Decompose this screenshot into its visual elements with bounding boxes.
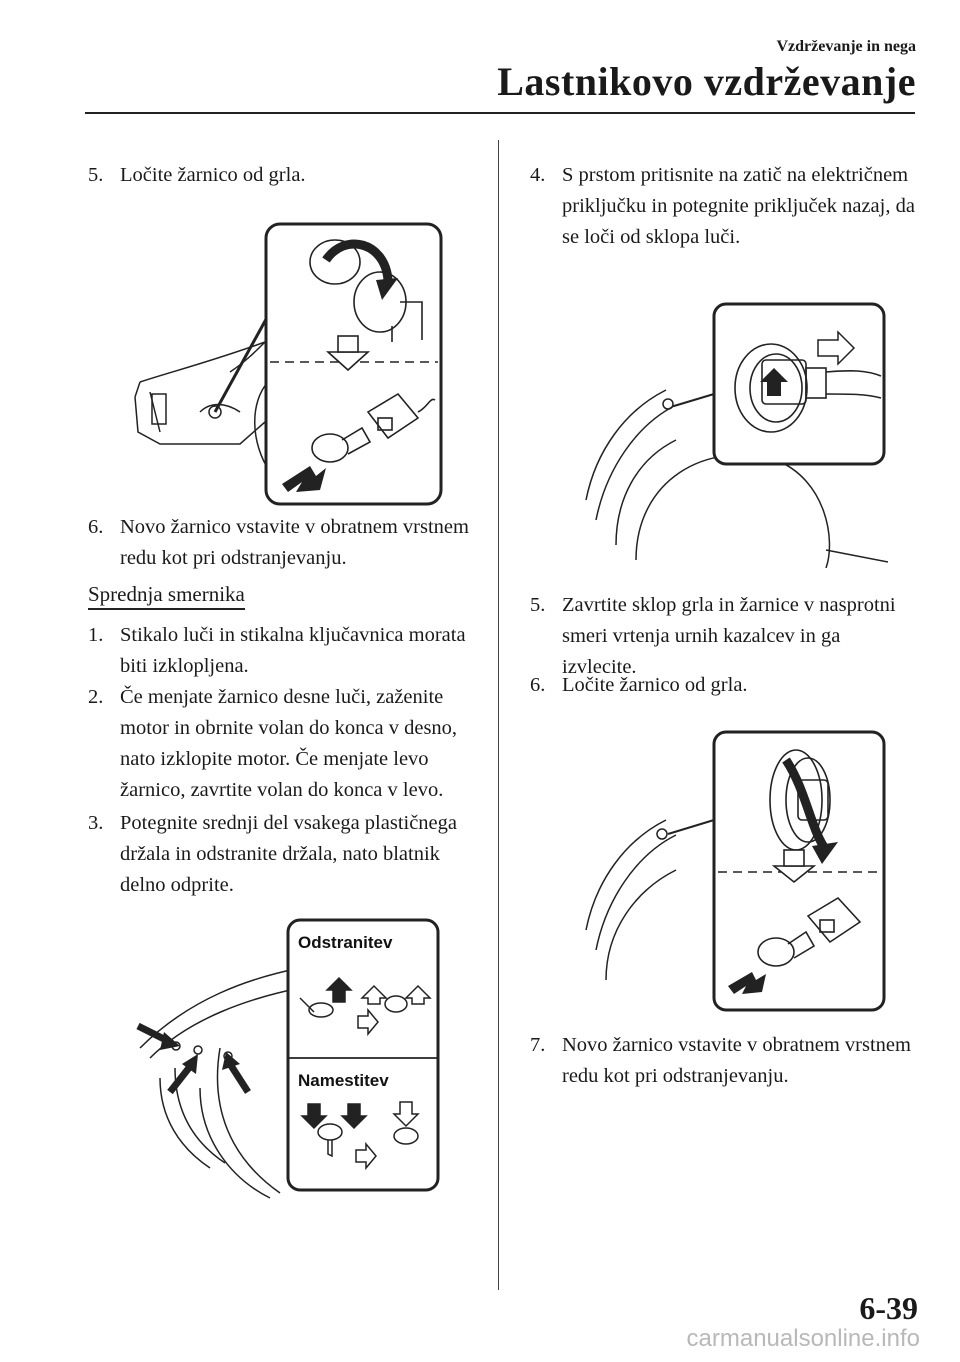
connector-removal-figure [585,302,888,568]
step-text: Ločite žarnico od grla. [562,674,748,696]
left-step-5: 5. Ločite žarnico od grla. [88,160,488,191]
step-text: Zavrtite sklop grla in žarnice v nasprot… [562,594,896,678]
header-divider [85,112,915,114]
step-text: Ločite žarnico od grla. [120,164,306,186]
right-step-5: 5. Zavrtite sklop grla in žarnice v nasp… [530,590,920,683]
step-text: Stikalo luči in stikalna ključavnica mor… [120,624,466,677]
left-substep-2: 2. Če menjate žarnico desne luči, zaženi… [88,682,488,806]
figure-label-remove: Odstranitev [298,933,393,952]
step-number: 4. [530,164,546,186]
figure-label-install: Namestitev [298,1071,389,1090]
page-title: Lastnikovo vzdrževanje [497,59,916,104]
left-substep-1: 1. Stikalo luči in stikalna ključavnica … [88,620,488,682]
fender-clip-figure: Odstranitev Namestitev [136,918,440,1199]
step-text: Novo žarnico vstavite v obratnem vrstnem… [120,516,469,569]
left-substep-3: 3. Potegnite srednji del vsakega plastič… [88,808,488,901]
step-number: 1. [88,624,104,646]
step-number: 5. [530,594,546,616]
step-text: Novo žarnico vstavite v obratnem vrstnem… [562,1034,911,1087]
bulb-removal-figure [134,222,443,506]
section-title: Vzdrževanje in nega [776,38,916,55]
right-step-6: 6. Ločite žarnico od grla. [530,670,920,701]
step-number: 7. [530,1034,546,1056]
watermark: carmanualsonline.info [686,1325,920,1352]
step-text: S prstom pritisnite na zatič na električ… [562,164,915,248]
subheading-front-turn-signal: Sprednja smernika [88,582,245,610]
step-text: Če menjate žarnico desne luči, zaženite … [120,686,458,801]
step-number: 3. [88,812,104,834]
page-number: 6-39 [859,1290,918,1326]
right-step-4: 4. S prstom pritisnite na zatič na elekt… [530,160,920,253]
right-step-7: 7. Novo žarnico vstavite v obratnem vrst… [530,1030,920,1092]
turn-signal-bulb-figure [585,730,886,1012]
left-step-6: 6. Novo žarnico vstavite v obratnem vrst… [88,512,488,574]
step-number: 6. [530,674,546,696]
step-number: 6. [88,516,104,538]
column-divider [498,140,499,1290]
step-number: 5. [88,164,104,186]
step-number: 2. [88,686,104,708]
step-text: Potegnite srednji del vsakega plastičneg… [120,812,458,896]
